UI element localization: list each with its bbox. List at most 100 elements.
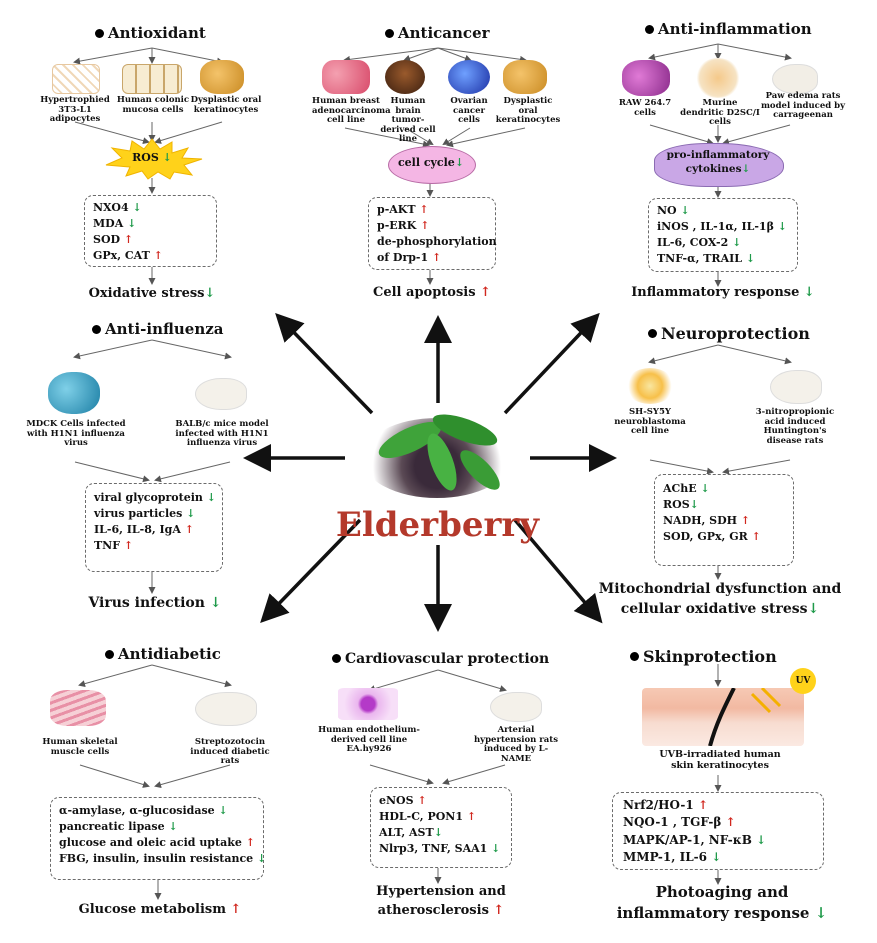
arrow-to-antidiabetic bbox=[260, 518, 362, 624]
down-arrow-icon: ↓ bbox=[756, 832, 767, 847]
effect-row: TNF ↑ bbox=[94, 538, 134, 552]
effect-row: HDL-C, PON1 ↑ bbox=[379, 809, 477, 823]
effect-row: virus particles ↓ bbox=[94, 506, 196, 520]
cell-label: MDCK Cells infected with H1N1 influenza … bbox=[26, 419, 126, 449]
effects-box-antioxidant: NXO4 ↓ MDA ↓ SOD ↑ GPx, CAT ↑ bbox=[84, 195, 217, 267]
cell-cycle-label: cell cycle↓ bbox=[397, 156, 465, 169]
down-arrow-icon: ↓ bbox=[209, 595, 222, 611]
heading-neuroprotection: Neuroprotection bbox=[648, 324, 810, 343]
up-arrow-icon: ↑ bbox=[245, 835, 255, 849]
uv-sun-icon: UV bbox=[790, 668, 816, 694]
down-arrow-icon: ↓ bbox=[186, 506, 196, 520]
cell-cycle-icon bbox=[388, 146, 476, 184]
effect-row: NXO4 ↓ bbox=[93, 201, 142, 214]
mdck-cells-icon bbox=[48, 372, 100, 414]
up-arrow-icon: ↑ bbox=[420, 218, 430, 232]
up-arrow-icon: ↑ bbox=[432, 250, 442, 264]
effects-box-anti-inflammation: NO ↓ iNOS , IL-1α, IL-1β ↓ IL-6, COX-2 ↓… bbox=[648, 198, 798, 272]
up-arrow-icon: ↑ bbox=[466, 809, 477, 823]
cytokine-cell-icon bbox=[654, 143, 784, 187]
cell-label: Human colonic mucosa cells bbox=[116, 95, 190, 115]
effect-row: ROS↓ bbox=[663, 497, 699, 511]
arrow-to-skin bbox=[513, 518, 603, 624]
effect-row: IL-6, IL-8, IgA ↑ bbox=[94, 522, 194, 536]
outcome-cardiovascular-1: Hypertension and bbox=[376, 884, 506, 899]
cell-label: Human breast adenocarcinoma cell line bbox=[312, 96, 391, 126]
cell-label: Hypertrophied 3T3-L1 adipocytes bbox=[40, 95, 110, 125]
cytokine-label: pro-inflammatory bbox=[666, 149, 770, 161]
down-arrow-icon: ↓ bbox=[168, 819, 178, 833]
outcome-anti-influenza: Virus infection ↓ bbox=[88, 595, 222, 611]
cytokine-label: cytokines↓ bbox=[685, 163, 751, 175]
cell-label: UVB-irradiated human skin keratinocytes bbox=[659, 749, 781, 771]
down-arrow-icon: ↓ bbox=[433, 825, 443, 839]
down-arrow-icon: ↓ bbox=[700, 482, 710, 495]
skin-section-icon bbox=[642, 688, 804, 746]
up-arrow-icon: ↑ bbox=[230, 902, 242, 917]
effect-row: TNF-α, TRAIL ↓ bbox=[657, 251, 756, 265]
effect-row: viral glycoprotein ↓ bbox=[94, 491, 216, 504]
effects-box-cardiovascular: eNOS ↑ HDL-C, PON1 ↑ ALT, AST↓ Nlrp3, TN… bbox=[370, 787, 512, 868]
up-arrow-icon: ↑ bbox=[751, 529, 761, 543]
up-arrow-icon: ↑ bbox=[417, 794, 427, 807]
effect-row: NO ↓ bbox=[657, 204, 690, 217]
effect-row: IL-6, COX-2 ↓ bbox=[657, 235, 742, 249]
raw-cells-icon bbox=[622, 60, 670, 96]
effect-row: NADH, SDH ↑ bbox=[663, 513, 751, 527]
effect-row: p-AKT ↑ bbox=[377, 203, 429, 216]
down-arrow-icon: ↓ bbox=[711, 850, 722, 865]
up-arrow-icon: ↑ bbox=[697, 798, 708, 812]
down-arrow-icon: ↓ bbox=[204, 286, 216, 301]
bullet-icon bbox=[332, 653, 341, 663]
down-arrow-icon: ↓ bbox=[127, 216, 137, 230]
keratinocyte-icon bbox=[200, 60, 244, 94]
outcome-neuroprotection-1: Mitochondrial dysfunction and bbox=[598, 581, 842, 597]
heading-antidiabetic: Antidiabetic bbox=[105, 645, 221, 663]
up-arrow-icon: ↑ bbox=[480, 285, 491, 300]
effects-box-anticancer: p-AKT ↑ p-ERK ↑ de-phosphorylation of Dr… bbox=[368, 197, 497, 270]
hair-follicle-icon bbox=[708, 688, 782, 746]
effect-row: de-phosphorylation bbox=[377, 234, 497, 248]
cell-label: RAW 264.7 cells bbox=[618, 98, 672, 118]
effect-row: iNOS , IL-1α, IL-1β ↓ bbox=[657, 219, 787, 233]
effect-row: SOD ↑ bbox=[93, 232, 134, 246]
down-arrow-icon: ↓ bbox=[257, 851, 267, 865]
cell-label: Murine dendritic D2SC/I cells bbox=[680, 98, 760, 128]
mouse-icon bbox=[195, 378, 247, 410]
cell-label: Streptozotocin induced diabetic rats bbox=[190, 737, 270, 767]
rat-icon bbox=[770, 370, 822, 404]
elderberry-leaves-icon bbox=[378, 414, 500, 491]
cell-label: Arterial hypertension rats induced by L-… bbox=[474, 725, 558, 764]
cell-label: SH-SY5Y neuroblastoma cell line bbox=[614, 407, 686, 437]
cell-label: Paw edema rats model induced by carragee… bbox=[760, 91, 846, 121]
effect-row: p-ERK ↑ bbox=[377, 218, 430, 232]
effect-row: pancreatic lipase ↓ bbox=[59, 819, 178, 833]
ros-burst-icon bbox=[105, 138, 203, 180]
bullet-icon bbox=[630, 652, 639, 661]
adipocyte-icon bbox=[52, 64, 100, 94]
down-arrow-icon: ↓ bbox=[807, 601, 820, 617]
effect-row: SOD, GPx, GR ↑ bbox=[663, 529, 761, 543]
outcome-antioxidant: Oxidative stress↓ bbox=[88, 286, 216, 301]
effects-box-skinprotection: Nrf2/HO-1 ↑ NQO-1 , TGF-β ↑ MAPK/AP-1, N… bbox=[612, 792, 824, 870]
effect-row: GPx, CAT ↑ bbox=[93, 248, 163, 262]
outcome-skinprotection-1: Photoaging and bbox=[655, 883, 789, 901]
colonic-cells-icon bbox=[122, 64, 182, 94]
rat-icon bbox=[490, 692, 542, 722]
cell-label: Human skeletal muscle cells bbox=[42, 737, 118, 757]
effects-box-anti-influenza: viral glycoprotein ↓ virus particles ↓ I… bbox=[85, 483, 223, 572]
up-arrow-icon: ↑ bbox=[419, 203, 429, 216]
outcome-neuroprotection-2: cellular oxidative stress↓ bbox=[620, 601, 820, 617]
down-arrow-icon: ↓ bbox=[741, 163, 751, 175]
cell-label: Human endothelium-derived cell line EA.h… bbox=[318, 725, 420, 755]
cell-label: Human brain tumor-derived cell line bbox=[380, 96, 436, 145]
bullet-icon bbox=[645, 24, 654, 34]
down-arrow-icon: ↓ bbox=[491, 841, 501, 855]
outcome-antidiabetic: Glucose metabolism ↑ bbox=[78, 902, 242, 917]
dendritic-cells-icon bbox=[695, 58, 741, 98]
arrow-to-antiinflammation bbox=[503, 312, 600, 415]
bullet-icon bbox=[105, 649, 114, 659]
effect-row: of Drp-1 ↑ bbox=[377, 250, 442, 264]
